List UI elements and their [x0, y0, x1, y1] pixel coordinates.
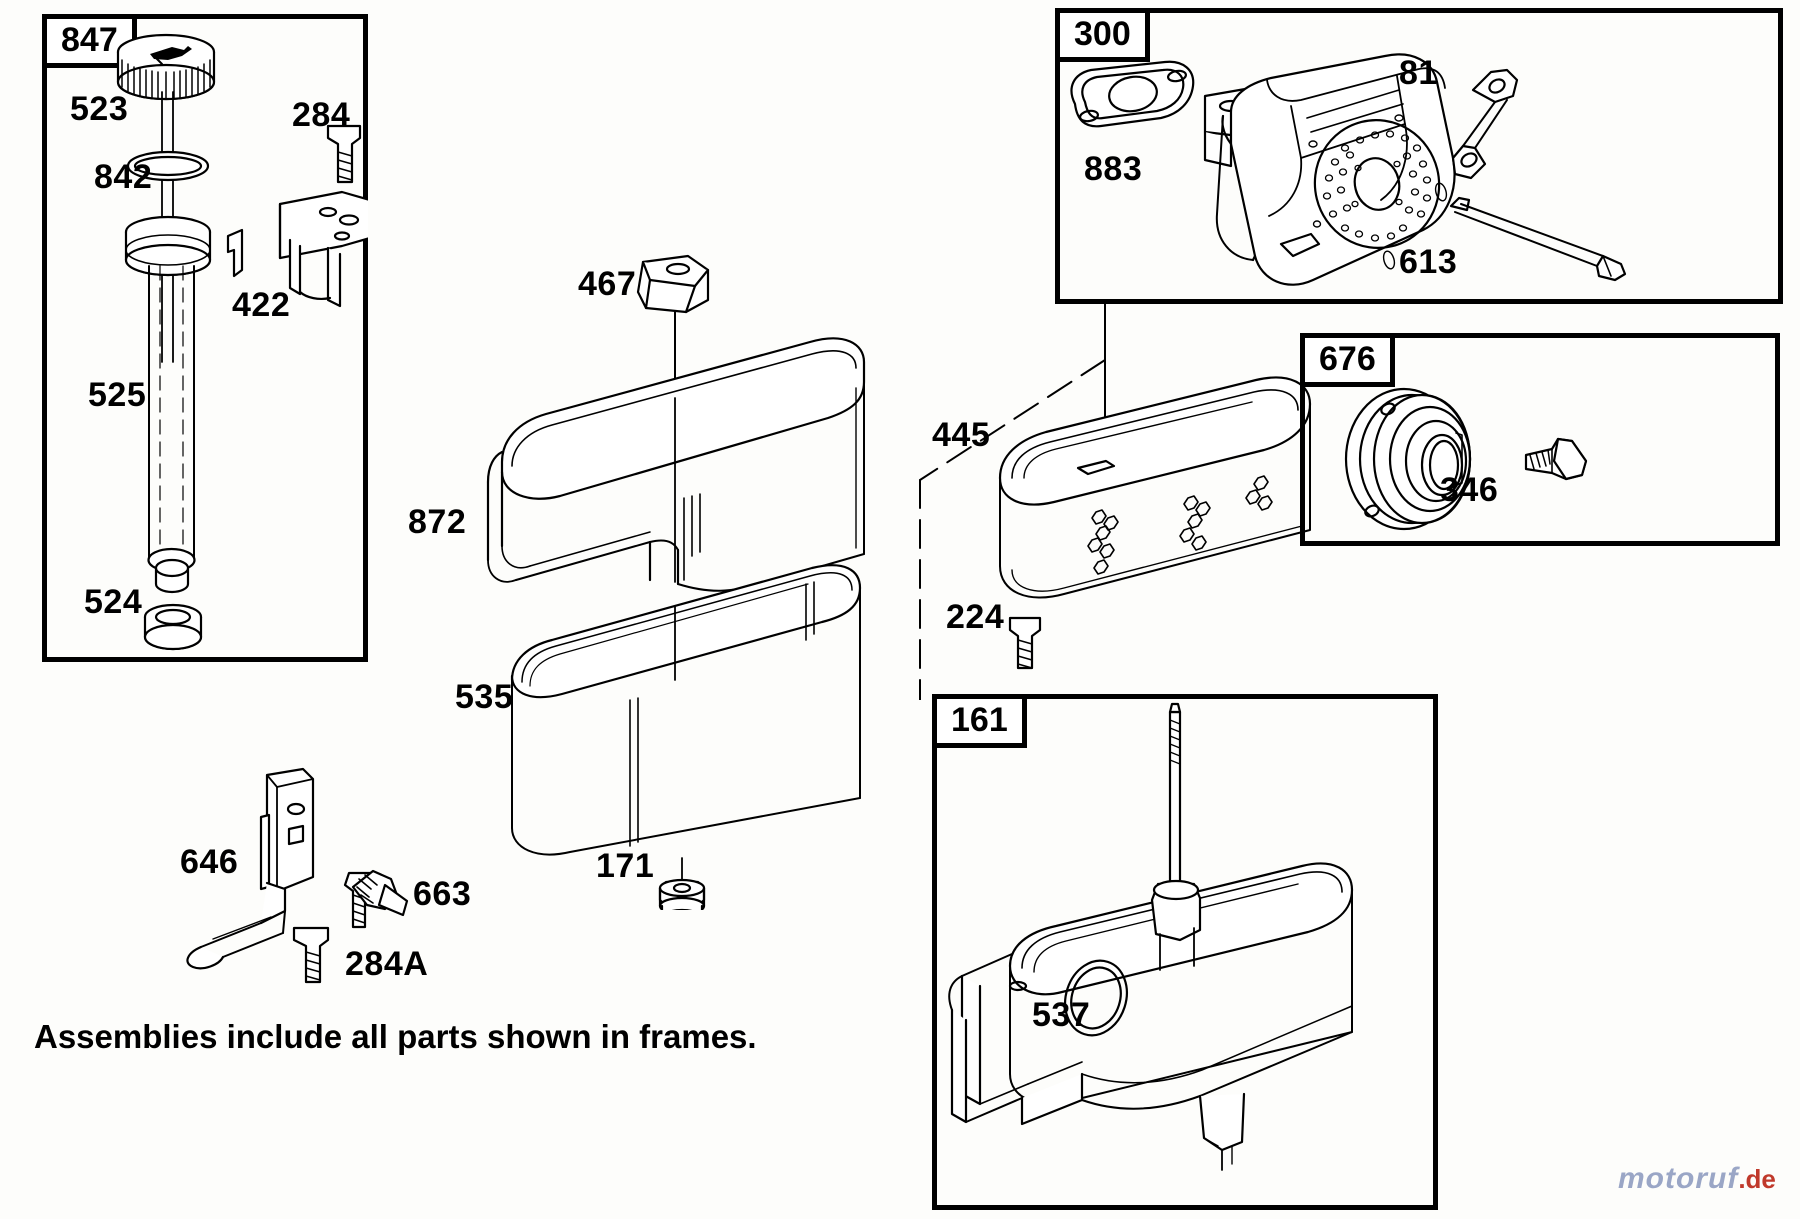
callout-524: 524 [84, 583, 143, 621]
air-cleaner-cover-artwork [486, 254, 866, 910]
assembly-frame-300: 300 [1055, 8, 1783, 304]
screw-663-artwork [351, 869, 409, 917]
watermark-domain: .de [1738, 1164, 1776, 1194]
assembly-frame-847-tag: 847 [42, 14, 137, 68]
callout-284: 284 [292, 96, 351, 134]
assembly-frame-161-tag: 161 [932, 694, 1027, 748]
callout-646: 646 [180, 843, 239, 881]
callout-445: 445 [932, 416, 991, 454]
callout-525: 525 [88, 376, 147, 414]
callout-284A: 284A [345, 945, 429, 983]
watermark-text: motoruf [1618, 1162, 1739, 1195]
callout-842: 842 [94, 158, 153, 196]
callout-81: 81 [1399, 54, 1438, 92]
screw-284a-artwork [292, 926, 330, 984]
assembly-frame-676-tag: 676 [1300, 333, 1395, 387]
assembly-frame-847: 847 [42, 14, 368, 662]
callout-523: 523 [70, 90, 129, 128]
callout-224: 224 [946, 598, 1005, 636]
callout-171: 171 [596, 847, 655, 885]
assembly-frame-676: 676 [1300, 333, 1780, 546]
callout-535: 535 [455, 678, 514, 716]
callout-663: 663 [413, 875, 472, 913]
assembly-frame-161: 161 [932, 694, 1438, 1210]
assembly-frame-300-tag: 300 [1055, 8, 1150, 62]
callout-346: 346 [1440, 471, 1499, 509]
watermark: motoruf.de [1618, 1162, 1776, 1196]
callout-467: 467 [578, 265, 637, 303]
air-filter-artwork [919, 300, 1312, 700]
callout-883: 883 [1084, 150, 1143, 188]
diagram-caption: Assemblies include all parts shown in fr… [34, 1018, 757, 1055]
callout-537: 537 [1032, 996, 1091, 1034]
callout-422: 422 [232, 286, 291, 324]
callout-613: 613 [1399, 243, 1458, 281]
callout-872: 872 [408, 503, 467, 541]
